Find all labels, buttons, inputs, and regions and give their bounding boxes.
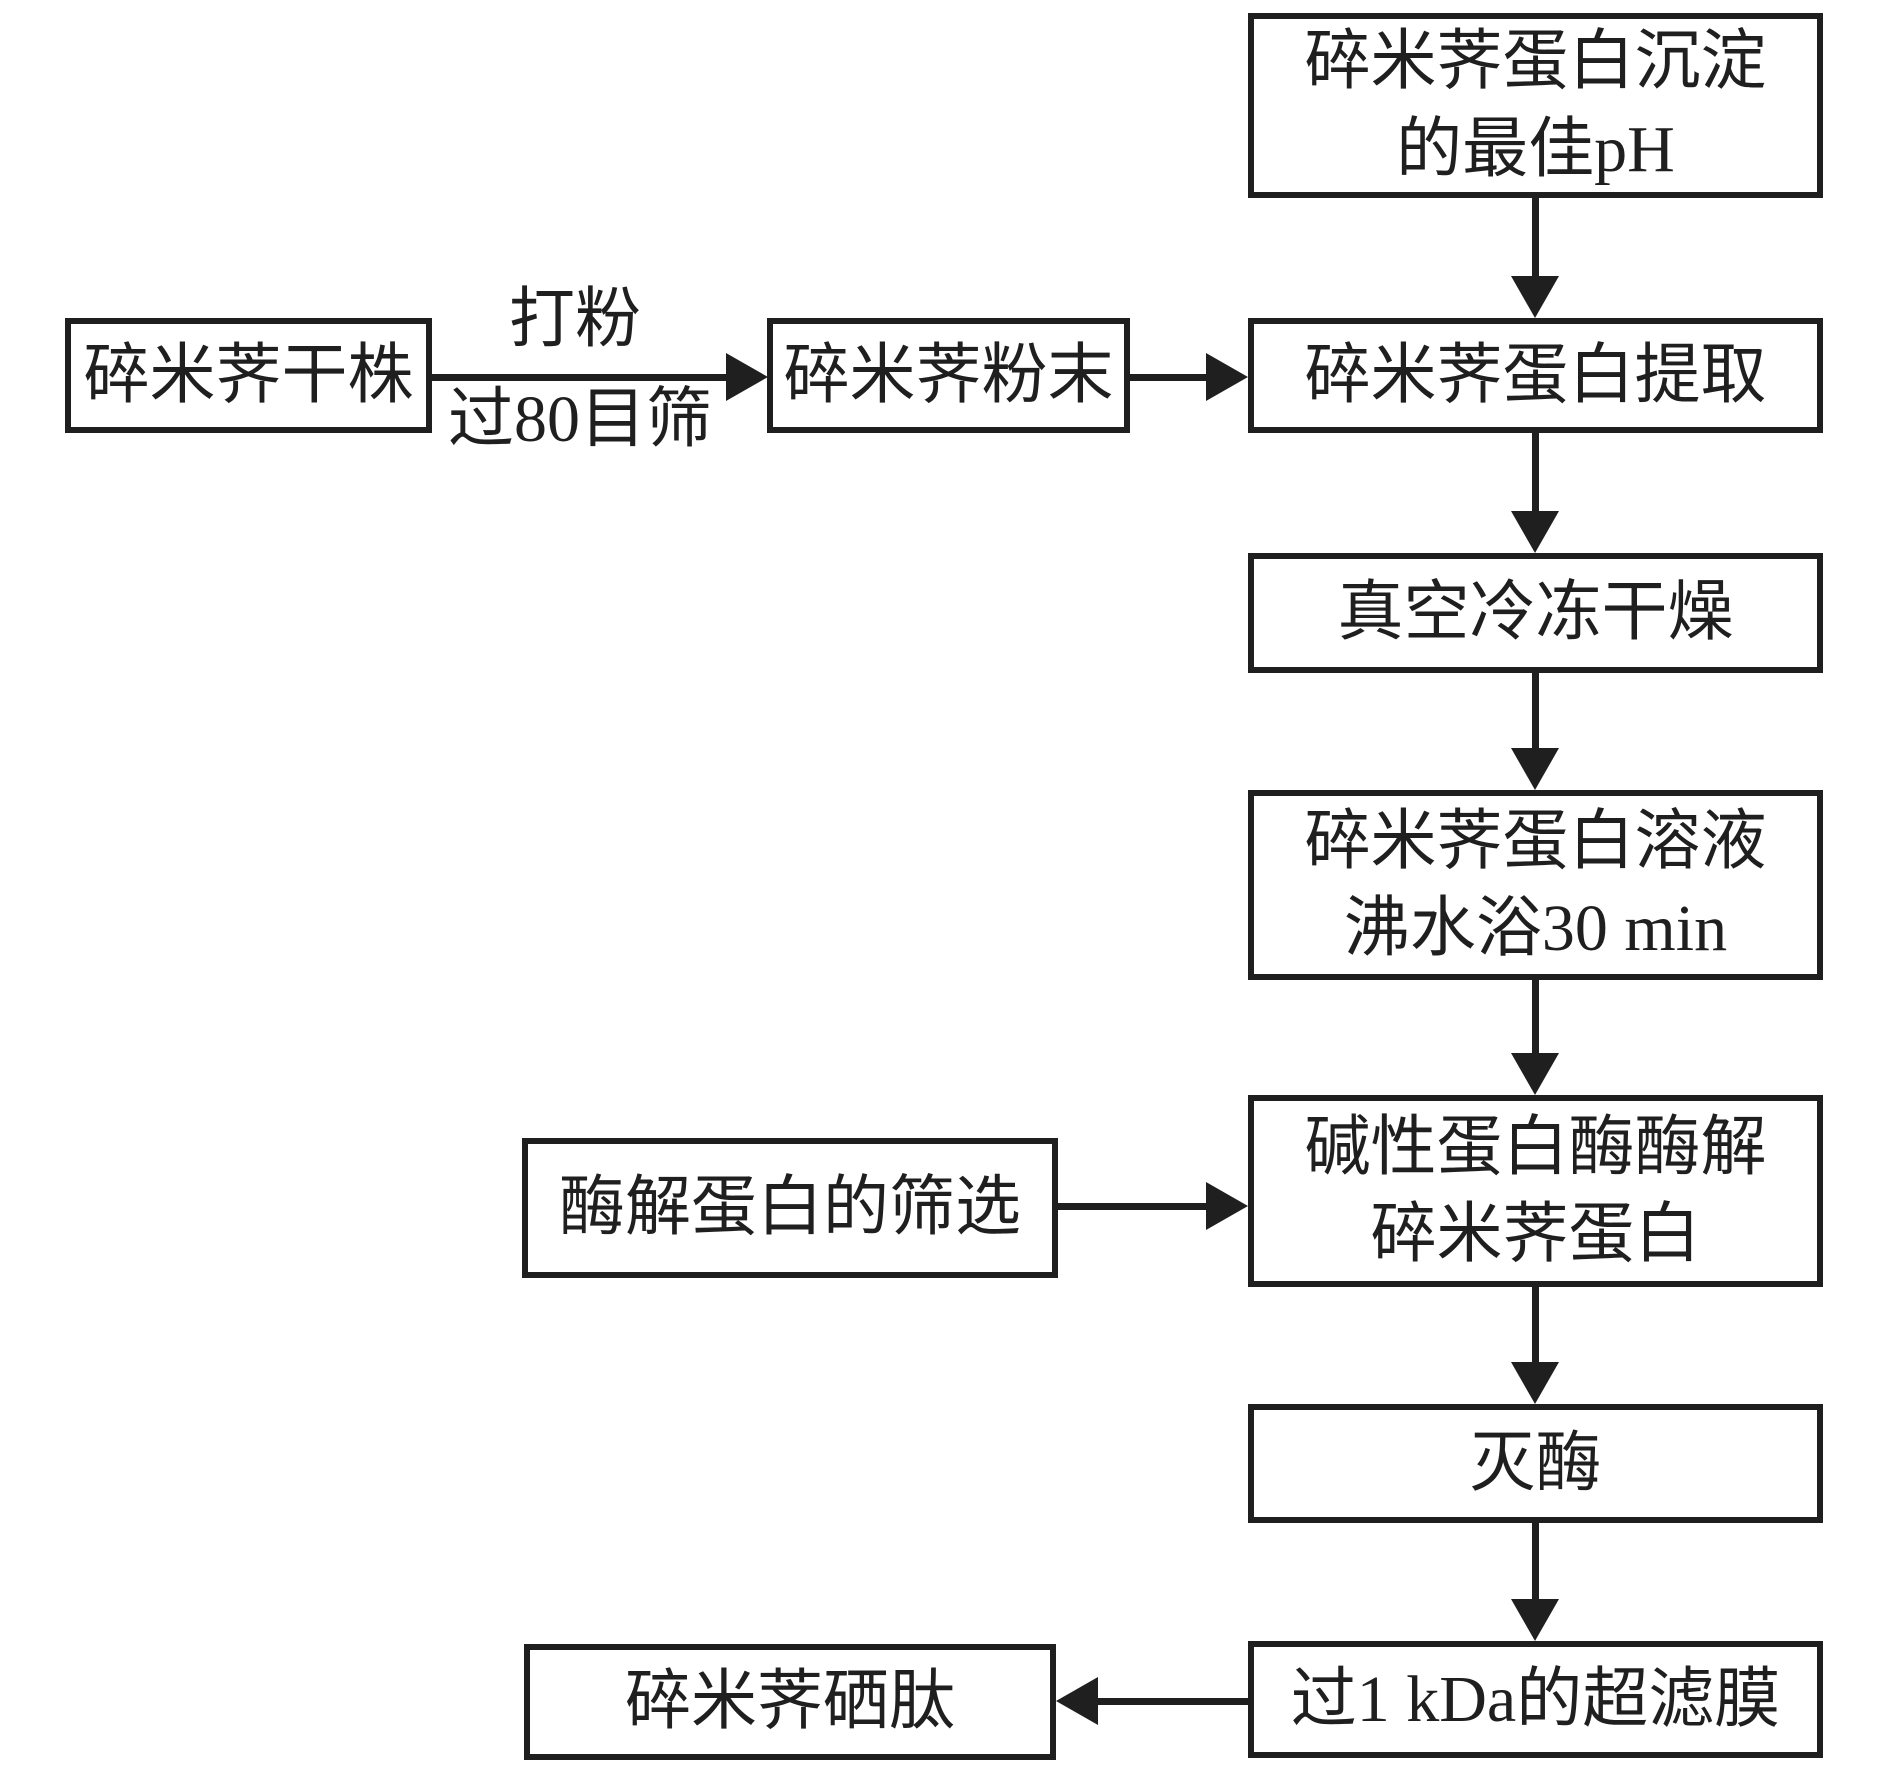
- node-enzyme-screening: 酶解蛋白的筛选: [522, 1138, 1058, 1278]
- node-ultrafiltration-label: 过1 kDa的超滤膜: [1290, 1662, 1781, 1736]
- arrowhead-down-icon: [1511, 1362, 1559, 1404]
- node-ph-optimal-label-line1: 碎米荠蛋白沉淀: [1304, 25, 1767, 99]
- node-freeze-drying-label: 真空冷冻干燥: [1337, 576, 1734, 650]
- node-ph-optimal-label-line2: 的最佳pH: [1396, 112, 1675, 186]
- node-enzyme-inactivation-label: 灭酶: [1469, 1426, 1602, 1500]
- arrowhead-down-icon: [1511, 1599, 1559, 1641]
- arrow-line: [1532, 1523, 1539, 1601]
- arrowhead-down-icon: [1511, 276, 1559, 318]
- edge-label-grind-above: 打粉: [509, 283, 641, 356]
- arrow-line: [1532, 673, 1539, 750]
- node-powder: 碎米荠粉末: [767, 318, 1130, 433]
- node-protein-extraction-label: 碎米荠蛋白提取: [1304, 338, 1767, 412]
- node-protein-solution-label-line2: 沸水浴30 min: [1343, 892, 1728, 965]
- node-enzyme-inactivation: 灭酶: [1248, 1404, 1823, 1523]
- arrowhead-right-icon: [726, 353, 768, 401]
- node-alkaline-hydrolysis: 碱性蛋白酶酶解 碎米荠蛋白: [1248, 1095, 1823, 1287]
- node-enzyme-screening-label: 酶解蛋白的筛选: [559, 1171, 1021, 1245]
- arrow-line: [1532, 1287, 1539, 1364]
- node-protein-extraction: 碎米荠蛋白提取: [1248, 318, 1823, 433]
- arrow-line: [1096, 1698, 1248, 1705]
- node-freeze-drying: 真空冷冻干燥: [1248, 553, 1823, 673]
- node-dried-plant: 碎米荠干株: [65, 318, 432, 433]
- node-dried-plant-label: 碎米荠干株: [83, 338, 414, 412]
- arrow-line: [1532, 433, 1539, 513]
- arrowhead-down-icon: [1511, 511, 1559, 553]
- arrow-line: [432, 374, 728, 381]
- node-ultrafiltration: 过1 kDa的超滤膜: [1248, 1641, 1823, 1758]
- node-alkaline-hydrolysis-label-line1: 碱性蛋白酶酶解: [1304, 1110, 1767, 1184]
- arrowhead-left-icon: [1056, 1677, 1098, 1725]
- arrow-line: [1058, 1203, 1208, 1210]
- node-protein-solution: 碎米荠蛋白溶液 沸水浴30 min: [1248, 790, 1823, 980]
- node-selenium-peptide: 碎米荠硒肽: [524, 1644, 1056, 1760]
- arrow-line: [1532, 980, 1539, 1055]
- node-alkaline-hydrolysis-label-line2: 碎米荠蛋白: [1370, 1198, 1701, 1271]
- arrowhead-down-icon: [1511, 748, 1559, 790]
- arrowhead-down-icon: [1511, 1053, 1559, 1095]
- node-powder-label: 碎米荠粉末: [783, 338, 1114, 412]
- arrow-line: [1130, 374, 1208, 381]
- arrowhead-right-icon: [1206, 1182, 1248, 1230]
- arrow-line: [1532, 198, 1539, 280]
- node-protein-solution-label-line1: 碎米荠蛋白溶液: [1304, 804, 1767, 878]
- arrowhead-right-icon: [1206, 353, 1248, 401]
- edge-label-grind-below: 过80目筛: [448, 383, 712, 456]
- node-ph-optimal: 碎米荠蛋白沉淀 的最佳pH: [1248, 13, 1823, 198]
- node-selenium-peptide-label: 碎米荠硒肽: [625, 1665, 955, 1739]
